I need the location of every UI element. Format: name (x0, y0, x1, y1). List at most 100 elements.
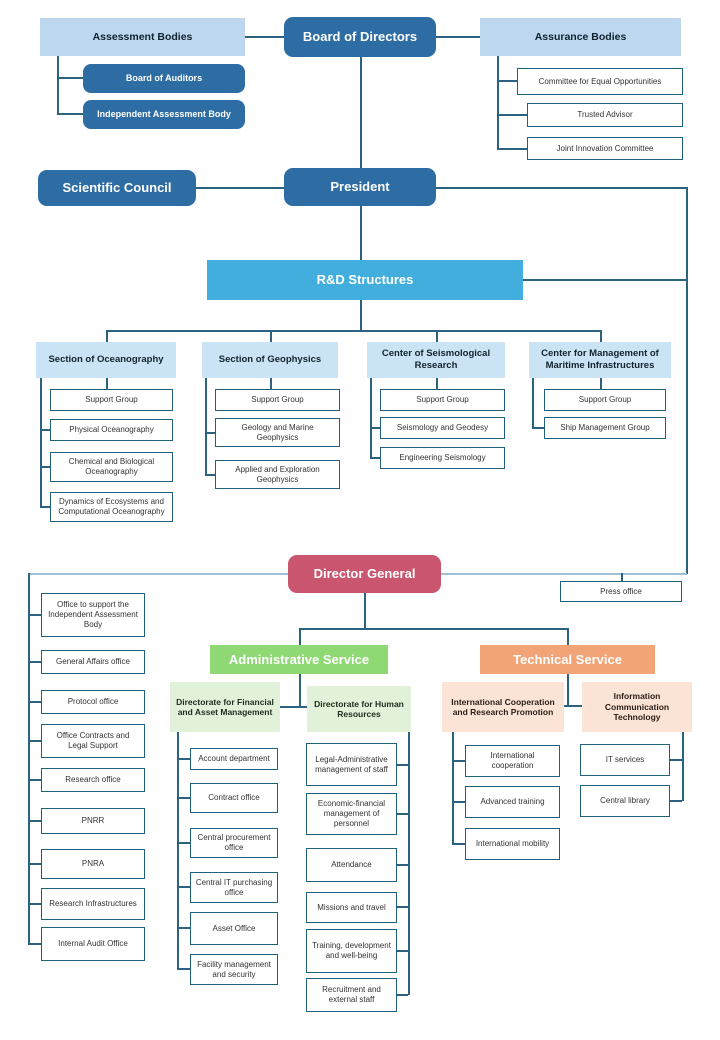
node-committee-equal-opportunities: Committee for Equal Opportunities (517, 68, 683, 95)
connector-line (436, 378, 438, 389)
connector-line (205, 432, 215, 434)
node-geology-marine-geophysics: Geology and Marine Geophysics (215, 418, 340, 447)
connector-line (397, 994, 408, 996)
connector-line (40, 429, 50, 431)
node-international-cooperation-promotion: International Cooperation and Research P… (442, 682, 564, 732)
node-ship-management-group: Ship Management Group (544, 417, 666, 439)
connector-line (196, 187, 284, 189)
node-press-office: Press office (560, 581, 682, 602)
connector-line (397, 813, 408, 815)
node-missions-travel: Missions and travel (306, 892, 397, 923)
connector-line (436, 330, 438, 342)
node-director-general: Director General (288, 555, 441, 593)
node-center-seismological-research: Center of Seismological Research (367, 342, 505, 378)
connector-line (28, 701, 41, 703)
connector-line (57, 113, 83, 115)
connector-line (106, 378, 108, 389)
node-contract-office: Contract office (190, 783, 278, 813)
node-office-support-iab: Office to support the Independent Assess… (41, 593, 145, 637)
connector-line (436, 36, 480, 38)
node-recruitment-external-staff: Recruitment and external staff (306, 978, 397, 1012)
node-central-procurement-office: Central procurement office (190, 828, 278, 858)
node-information-communication-technology: Information Communication Technology (582, 682, 692, 732)
node-section-oceanography: Section of Oceanography (36, 342, 176, 378)
node-protocol-office: Protocol office (41, 690, 145, 714)
node-chemical-biological-oceanography: Chemical and Biological Oceanography (50, 452, 173, 482)
connector-line (562, 705, 582, 707)
node-research-office: Research office (41, 768, 145, 792)
connector-line (28, 573, 30, 944)
connector-line (370, 427, 380, 429)
connector-line (452, 760, 465, 762)
node-legal-admin-staff: Legal-Administrative management of staff (306, 743, 397, 786)
connector-line (497, 148, 527, 150)
connector-line (497, 114, 527, 116)
connector-line (106, 330, 600, 332)
connector-line (436, 187, 686, 189)
node-office-contracts-legal: Office Contracts and Legal Support (41, 724, 145, 758)
connector-line (28, 614, 41, 616)
connector-line (177, 968, 190, 970)
node-board-of-directors: Board of Directors (284, 17, 436, 57)
connector-line (299, 628, 567, 630)
connector-line (370, 378, 372, 458)
node-facility-management-security: Facility management and security (190, 954, 278, 985)
node-maritime-support-group: Support Group (544, 389, 666, 411)
connector-line (686, 187, 688, 574)
node-board-of-auditors: Board of Auditors (83, 64, 245, 93)
connector-line (408, 732, 410, 995)
connector-line (177, 732, 179, 969)
connector-line (299, 628, 301, 645)
connector-line (600, 378, 602, 389)
node-rnd-structures: R&D Structures (207, 260, 523, 300)
node-trusted-advisor: Trusted Advisor (527, 103, 683, 127)
connector-line (177, 758, 190, 760)
connector-line (397, 950, 408, 952)
connector-line (682, 732, 684, 801)
connector-line (299, 674, 301, 707)
node-engineering-seismology: Engineering Seismology (380, 447, 505, 469)
node-directorate-human-resources: Directorate for Human Resources (307, 686, 411, 732)
node-pnra: PNRA (41, 849, 145, 879)
connector-line (532, 427, 544, 429)
node-advanced-training: Advanced training (465, 786, 560, 818)
connector-line (523, 279, 686, 281)
node-it-services: IT services (580, 744, 670, 776)
connector-line (600, 330, 602, 342)
connector-line (177, 927, 190, 929)
connector-line (177, 797, 190, 799)
node-training-development-wellbeing: Training, development and well-being (306, 929, 397, 973)
node-research-infrastructures: Research Infrastructures (41, 888, 145, 920)
connector-line (205, 378, 207, 475)
node-seismology-support-group: Support Group (380, 389, 505, 411)
connector-line (532, 378, 534, 428)
node-scientific-council: Scientific Council (38, 170, 196, 206)
connector-line (270, 378, 272, 389)
node-directorate-financial-asset: Directorate for Financial and Asset Mana… (170, 682, 280, 732)
connector-line (370, 457, 380, 459)
connector-line (28, 779, 41, 781)
connector-line (280, 706, 307, 708)
connector-line (397, 906, 408, 908)
connector-line (360, 206, 362, 260)
connector-line (40, 506, 50, 508)
node-account-department: Account department (190, 748, 278, 770)
connector-line (360, 300, 362, 330)
connector-line (452, 843, 465, 845)
node-international-cooperation: International cooperation (465, 745, 560, 777)
node-administrative-service: Administrative Service (210, 645, 388, 674)
connector-line (106, 330, 108, 342)
node-assurance-bodies: Assurance Bodies (480, 18, 681, 56)
connector-line (40, 378, 42, 507)
node-general-affairs-office: General Affairs office (41, 650, 145, 674)
node-international-mobility: International mobility (465, 828, 560, 860)
node-joint-innovation-committee: Joint Innovation Committee (527, 137, 683, 160)
connector-line (270, 330, 272, 342)
node-section-geophysics: Section of Geophysics (202, 342, 338, 378)
connector-line (441, 573, 687, 575)
connector-line (497, 56, 499, 149)
connector-line (28, 820, 41, 822)
connector-line (567, 674, 569, 706)
node-attendance: Attendance (306, 848, 397, 882)
